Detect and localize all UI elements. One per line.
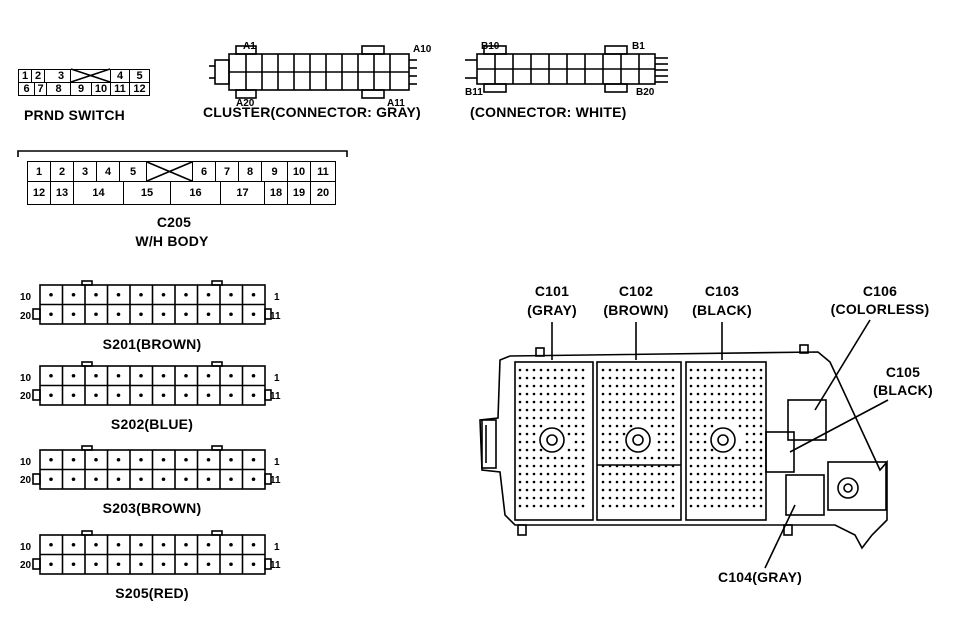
cluster-label: CLUSTER(CONNECTOR: GRAY) — [203, 104, 421, 120]
c205-pin: 20 — [310, 181, 336, 205]
s202-pin-11: 11 — [270, 391, 281, 402]
s203-pin-10: 10 — [20, 457, 32, 468]
white-pin-b20: B20 — [636, 87, 655, 98]
white-connector — [465, 45, 668, 93]
s203-pin-11: 11 — [270, 475, 281, 486]
s205-pin-11: 11 — [270, 560, 281, 571]
white-connector-label: (CONNECTOR: WHITE) — [470, 104, 627, 120]
splice-pack-body — [32, 361, 272, 406]
c105-label: C105 — [885, 364, 921, 380]
c104-leader — [764, 504, 796, 569]
cluster-pin-a11: A11 — [387, 98, 405, 109]
s205-pin-10: 10 — [20, 542, 32, 553]
c103-label: C103 — [704, 283, 740, 299]
c205-pin: 14 — [73, 181, 124, 205]
c101-color-label: (GRAY) — [527, 302, 577, 318]
cluster-pin-a1: A1 — [243, 41, 256, 52]
junction-block — [479, 344, 888, 550]
s203-label: S203(BROWN) — [102, 500, 202, 516]
s205-label: S205(RED) — [115, 585, 189, 601]
cluster-pin-a10: A10 — [413, 44, 432, 55]
s205-pin-1: 1 — [274, 542, 280, 553]
white-pin-b1: B1 — [632, 41, 645, 52]
s205-pin-20: 20 — [20, 560, 32, 571]
s201-pin-11: 11 — [270, 311, 281, 322]
cluster-pin-a20: A20 — [236, 98, 255, 109]
splice-pack-body — [32, 280, 272, 325]
cluster-connector — [209, 45, 417, 99]
c106-label: C106 — [862, 283, 898, 299]
c102-color-label: (BROWN) — [603, 302, 669, 318]
s202-pin-10: 10 — [20, 373, 32, 384]
splice-pack-body — [32, 445, 272, 490]
prnd-pin: 9 — [70, 82, 92, 96]
s201-label: S201(BROWN) — [102, 336, 202, 352]
c205-pin: 18 — [264, 181, 288, 205]
s201-pin-20: 20 — [20, 311, 32, 322]
s202-pin-20: 20 — [20, 391, 32, 402]
white-pin-b10: B10 — [481, 41, 500, 52]
c106-leader — [814, 319, 871, 411]
c205-label: C205 — [156, 214, 192, 230]
s202-pin-1: 1 — [274, 373, 280, 384]
splice-pack-body — [32, 530, 272, 575]
prnd-pin: 12 — [129, 82, 150, 96]
c101-label: C101 — [534, 283, 570, 299]
wh-body-label: W/H BODY — [135, 233, 209, 249]
c103-color-label: (BLACK) — [692, 302, 752, 318]
cavity-dot-grids — [518, 368, 763, 508]
c205-pin: 15 — [123, 181, 171, 205]
c205-pin: 17 — [220, 181, 265, 205]
prnd-switch-label: PRND SWITCH — [24, 107, 125, 123]
s202-label: S202(BLUE) — [110, 416, 194, 432]
white-pin-b11: B11 — [465, 87, 483, 98]
s201-pin-1: 1 — [274, 292, 280, 303]
s203-pin-1: 1 — [274, 457, 280, 468]
c102-label: C102 — [618, 283, 654, 299]
c105-leader — [789, 399, 889, 453]
c106-color-label: (COLORLESS) — [830, 301, 930, 317]
s203-pin-20: 20 — [20, 475, 32, 486]
s201-pin-10: 10 — [20, 292, 32, 303]
c205-bracket — [17, 150, 348, 157]
prnd-pin: 10 — [91, 82, 111, 96]
c104-label: C104(GRAY) — [718, 569, 802, 585]
c105-color-label: (BLACK) — [873, 382, 933, 398]
